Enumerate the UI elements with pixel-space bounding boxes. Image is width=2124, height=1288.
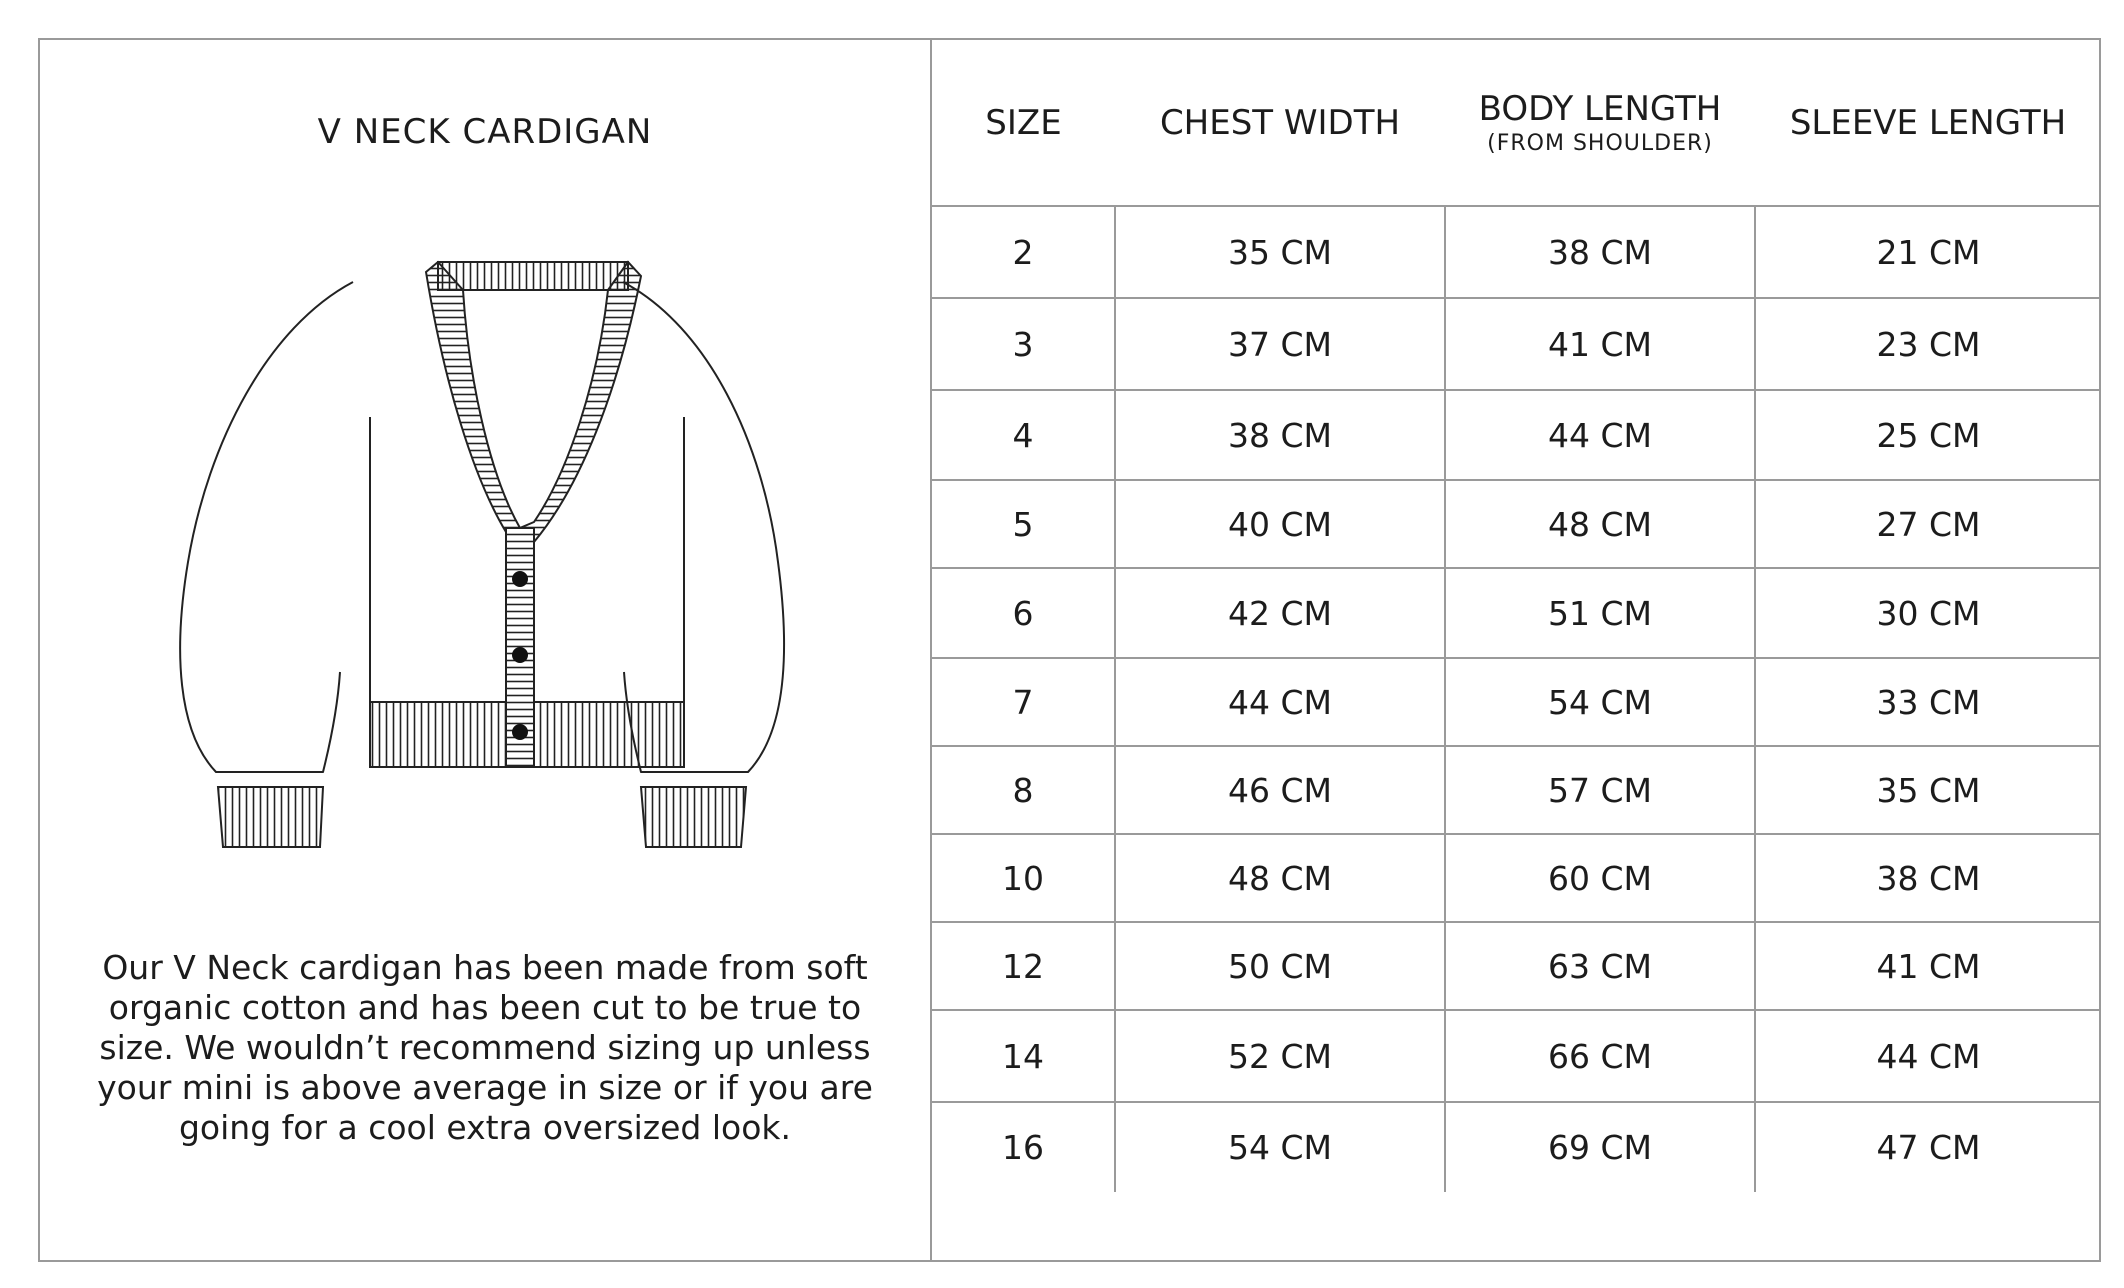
cell-size: 16 [932, 1102, 1116, 1192]
header-chest-width: CHEST WIDTH [1115, 40, 1445, 207]
cell-body-length: 60 CM [1445, 834, 1756, 923]
cell-chest-width: 37 CM [1115, 298, 1446, 391]
cell-body-length: 69 CM [1445, 1102, 1756, 1192]
cell-chest-width: 50 CM [1115, 922, 1446, 1011]
cell-size: 4 [932, 390, 1116, 481]
cell-chest-width: 42 CM [1115, 568, 1446, 659]
cell-size: 7 [932, 658, 1116, 747]
cell-body-length: 51 CM [1445, 568, 1756, 659]
cell-size: 12 [932, 922, 1116, 1011]
product-description: Our V Neck cardigan has been made from s… [97, 948, 873, 1147]
cell-sleeve-length: 21 CM [1755, 206, 2101, 299]
cell-body-length: 48 CM [1445, 480, 1756, 569]
header-body-length-note: (FROM SHOULDER) [1487, 131, 1713, 156]
cell-sleeve-length: 27 CM [1755, 480, 2101, 569]
size-chart-table: SIZE CHEST WIDTH BODY LENGTH (FROM SHOUL… [932, 40, 2101, 1192]
cell-size: 2 [932, 206, 1116, 299]
cell-chest-width: 38 CM [1115, 390, 1446, 481]
cell-size: 6 [932, 568, 1116, 659]
header-size: SIZE [932, 40, 1115, 207]
cell-sleeve-length: 25 CM [1755, 390, 2101, 481]
cell-sleeve-length: 47 CM [1876, 1128, 1981, 1167]
header-body-length: BODY LENGTH (FROM SHOULDER) [1445, 40, 1755, 207]
header-body-length-label: BODY LENGTH [1478, 89, 1722, 129]
cell-chest-width: 52 CM [1115, 1010, 1446, 1103]
cell-body-length: 54 CM [1445, 658, 1756, 747]
cell-chest-width: 35 CM [1115, 206, 1446, 299]
cell-body-length: 41 CM [1445, 298, 1756, 391]
cell-chest-width: 54 CM [1115, 1102, 1446, 1192]
cell-size: 5 [932, 480, 1116, 569]
cell-chest-width: 44 CM [1115, 658, 1446, 747]
cell-sleeve-length: 23 CM [1755, 298, 2101, 391]
cell-size: 14 [932, 1010, 1116, 1103]
header-sleeve-length: SLEEVE LENGTH [1755, 40, 2101, 207]
cell-sleeve-length: 33 CM [1755, 658, 2101, 747]
cell-size: 10 [932, 834, 1116, 923]
cell-sleeve-length: 44 CM [1755, 1010, 2101, 1103]
cell-size: 3 [932, 298, 1116, 391]
cell-sleeve-length: 38 CM [1755, 834, 2101, 923]
cell-chest-width: 40 CM [1115, 480, 1446, 569]
cell-sleeve-length: 30 CM [1755, 568, 2101, 659]
cell-sleeve-length: 35 CM [1755, 746, 2101, 835]
cell-chest-width: 48 CM [1115, 834, 1446, 923]
cell-sleeve-length: 41 CM [1755, 922, 2101, 1011]
cardigan-illustration-icon [179, 260, 786, 848]
size-guide-frame: V NECK CARDIGAN [38, 38, 2101, 1262]
cell-chest-width: 46 CM [1115, 746, 1446, 835]
cell-size: 8 [932, 746, 1116, 835]
cell-body-length: 66 CM [1445, 1010, 1756, 1103]
product-panel: V NECK CARDIGAN [40, 40, 932, 1260]
table-header-row: SIZE CHEST WIDTH BODY LENGTH (FROM SHOUL… [932, 40, 2101, 207]
cell-body-length: 63 CM [1445, 922, 1756, 1011]
cell-body-length: 57 CM [1445, 746, 1756, 835]
product-title: V NECK CARDIGAN [317, 112, 653, 152]
cell-body-length: 38 CM [1445, 206, 1756, 299]
cell-body-length: 44 CM [1445, 390, 1756, 481]
